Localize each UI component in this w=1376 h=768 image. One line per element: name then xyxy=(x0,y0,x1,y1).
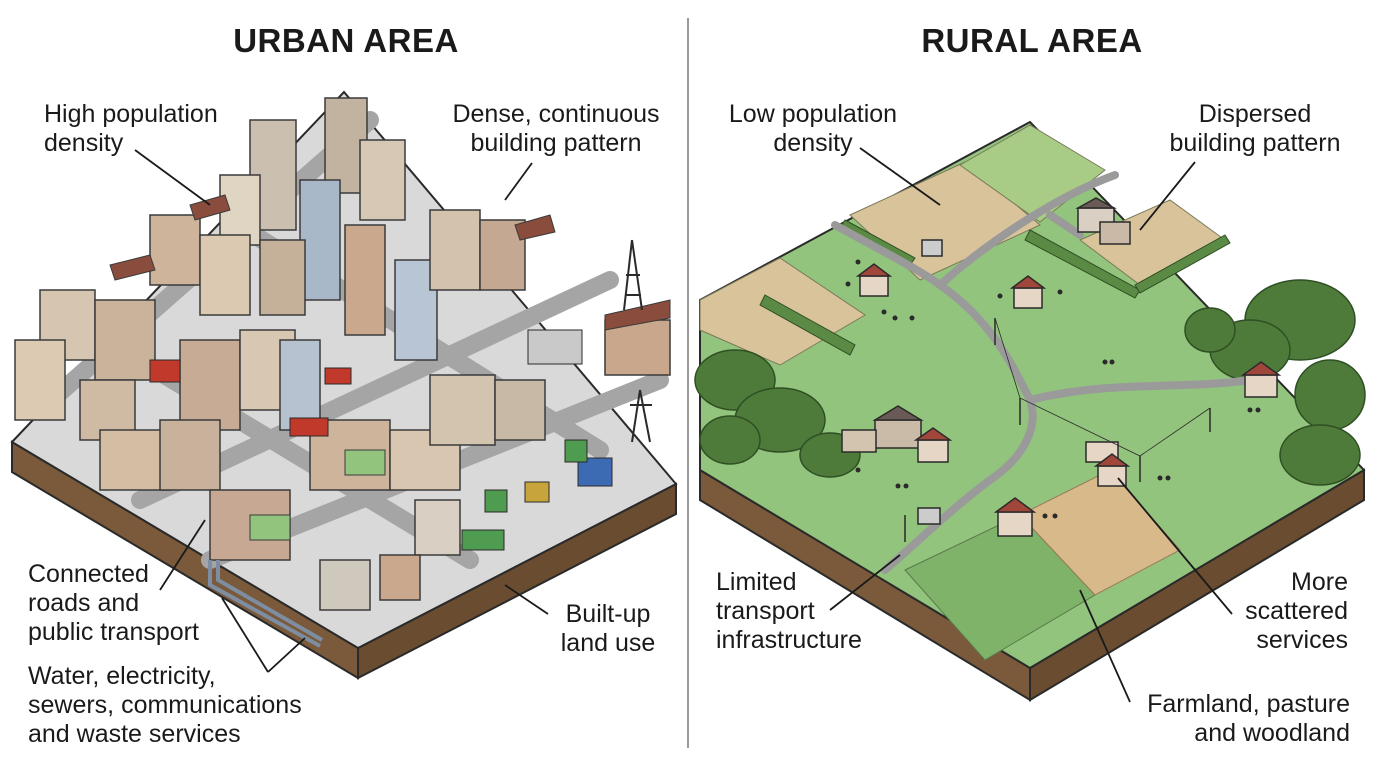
rural-services-label: More scattered services xyxy=(1245,568,1348,654)
garbage-truck-icon xyxy=(461,529,505,551)
power-pylon-icon xyxy=(630,389,652,443)
bus-icon xyxy=(324,367,352,385)
rural-buildings xyxy=(841,197,1282,537)
rural-population-label: Low population density xyxy=(728,100,898,157)
bus-icon xyxy=(149,359,181,383)
urban-landuse-label: Built-up land use xyxy=(560,600,656,657)
rural-title: RURAL AREA xyxy=(921,22,1143,59)
bus-icon xyxy=(289,417,329,437)
waste-bin-icon xyxy=(484,489,508,513)
urban-services-label: Water, electricity, sewers, communicatio… xyxy=(28,662,302,748)
urban-roofs xyxy=(109,194,671,331)
rural-landuse-label: Farmland, pasture and woodland xyxy=(1147,690,1350,747)
rural-building-label: Dispersed building pattern xyxy=(1169,100,1341,157)
urban-transport-label: Connected roads and public transport xyxy=(28,560,199,646)
urban-courtyard xyxy=(344,449,386,476)
truck-icon xyxy=(524,481,550,503)
urban-building-label: Dense, continuous building pattern xyxy=(452,100,660,157)
urban-courtyard xyxy=(249,514,291,541)
urban-title: URBAN AREA xyxy=(233,22,459,59)
rural-transport-label: Limited transport infrastructure xyxy=(716,568,862,654)
substation xyxy=(527,329,583,365)
truck-icon xyxy=(577,457,613,487)
people xyxy=(845,259,1261,519)
waste-bin-icon xyxy=(564,439,588,463)
comm-tower-icon xyxy=(623,239,643,311)
leader-lines xyxy=(134,147,1233,703)
rural-scene xyxy=(694,120,1366,702)
rural-roads xyxy=(831,171,1254,574)
rural-crop-field xyxy=(1019,469,1181,596)
urban-scene xyxy=(10,90,678,680)
urban-population-label: High population density xyxy=(44,100,218,157)
woodland xyxy=(694,279,1366,486)
underground-pipes xyxy=(208,560,323,648)
power-line xyxy=(904,317,1211,542)
